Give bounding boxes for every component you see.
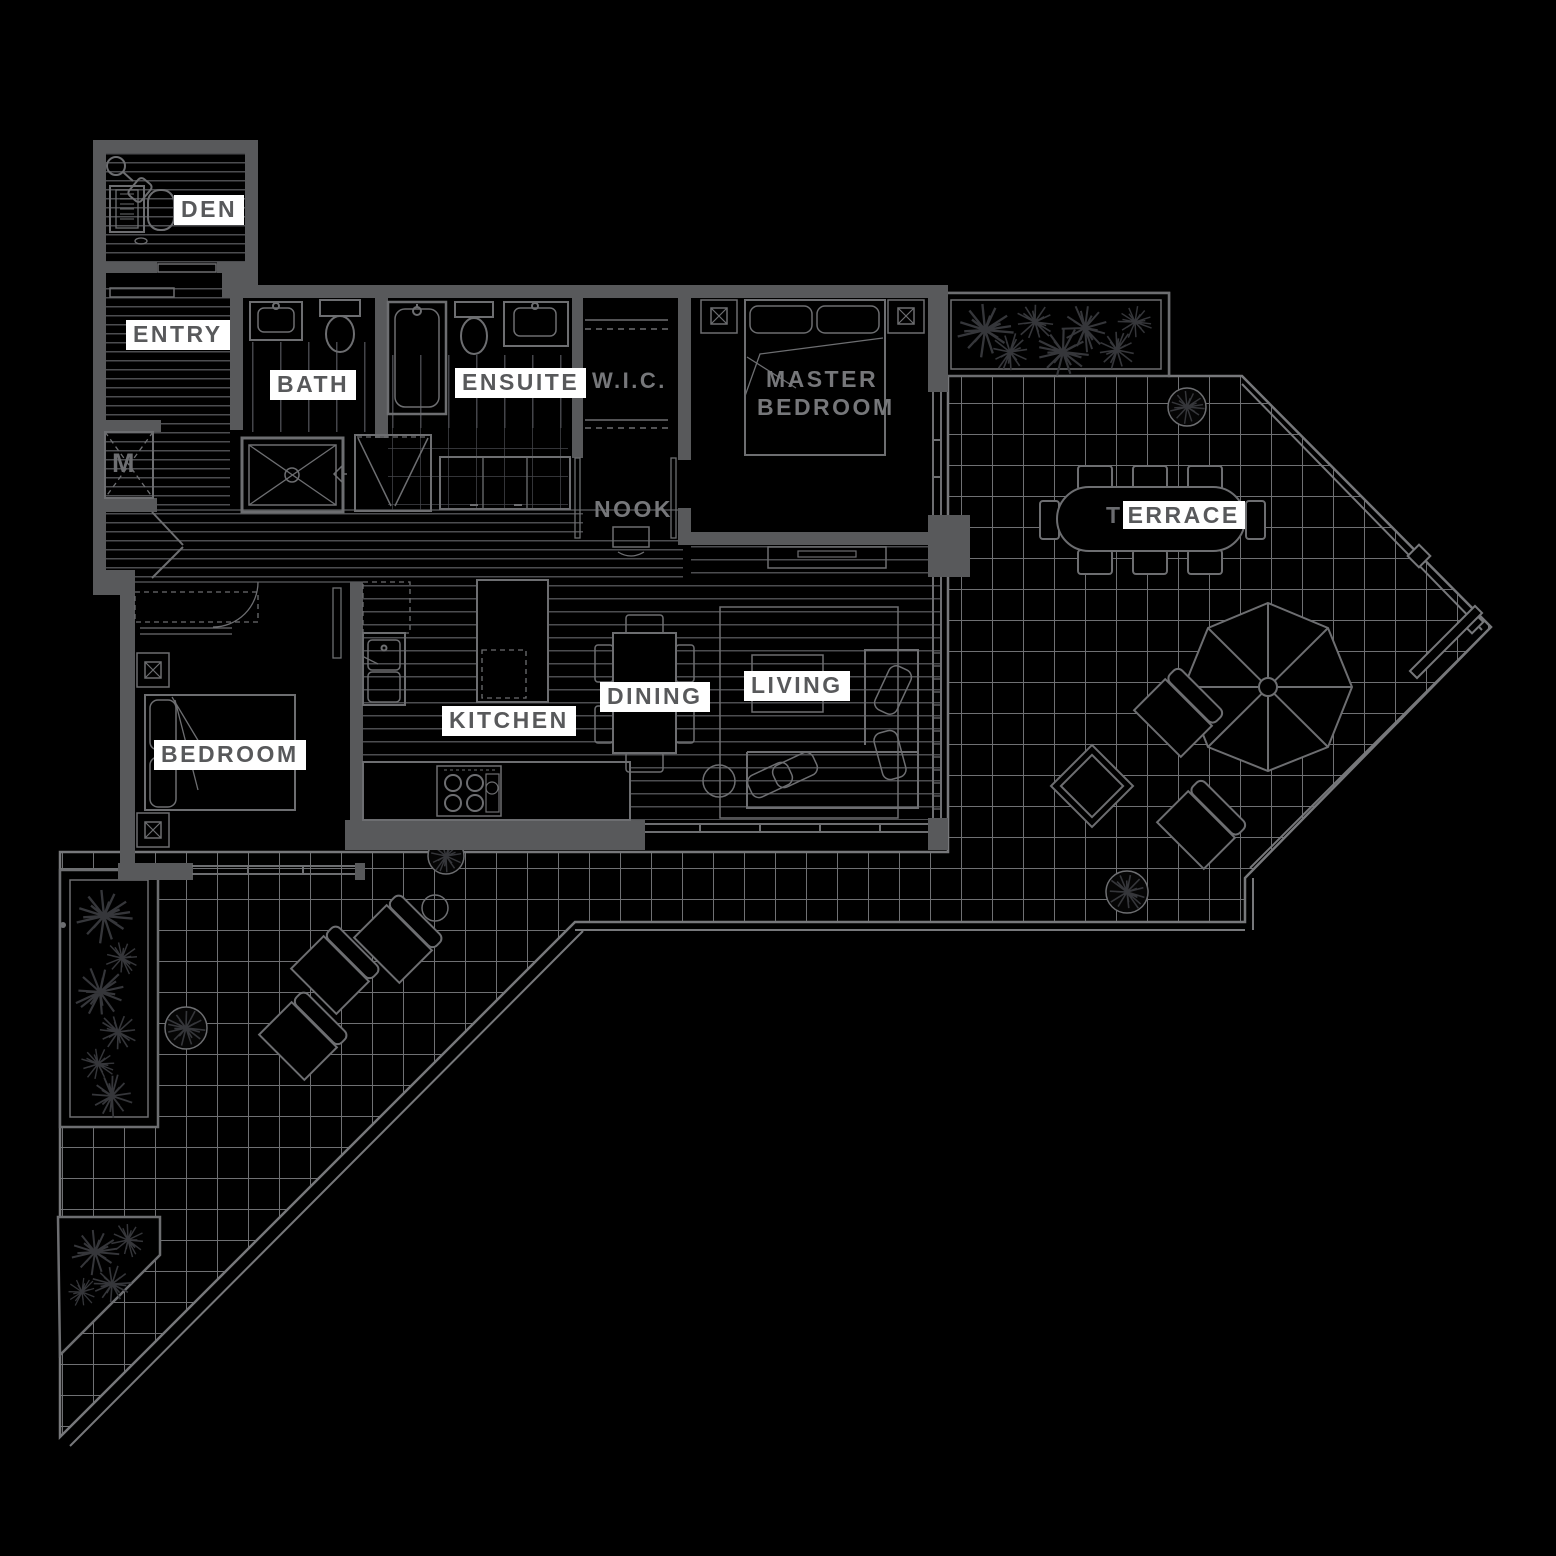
nook-floor (583, 455, 678, 533)
terrace-railing (60, 383, 1483, 1447)
entry-shelf (109, 287, 175, 298)
bedroom-furniture (134, 581, 342, 848)
terrace-area (56, 291, 1493, 1447)
bedroom-door-swing (212, 581, 259, 628)
ensuite-toilet (454, 301, 494, 355)
planter-south (56, 1215, 162, 1358)
label-terrace-first: T (1106, 502, 1123, 528)
laundry-closet (354, 434, 432, 512)
planter-west (58, 868, 160, 1129)
kitchen-sink (361, 632, 406, 706)
bedroom-nightstand-bottom (136, 812, 170, 848)
kitchen-fixtures (361, 579, 631, 821)
kitchen-island (476, 579, 549, 703)
master-bed (744, 299, 886, 456)
master-nightstand-left (700, 299, 738, 334)
bedroom-closet (134, 591, 259, 623)
label-living: LIVING (744, 671, 850, 701)
media-console (767, 546, 887, 569)
label-nook: NOOK (594, 496, 673, 522)
umbrella (1182, 601, 1354, 773)
master-nightstand-right (887, 299, 925, 334)
living-furniture (702, 606, 919, 819)
ensuite-fixtures (386, 300, 569, 416)
railing-gate (1406, 543, 1485, 680)
terrace-side-table (1049, 743, 1135, 829)
hall-cabinets (439, 456, 571, 510)
ensuite-vanity (503, 301, 569, 347)
label-den: DEN (174, 195, 245, 225)
label-entry: ENTRY (126, 320, 230, 350)
label-kitchen: KITCHEN (442, 706, 576, 736)
bath-shower (240, 436, 347, 514)
label-wic: W.I.C. (592, 368, 667, 393)
label-dining: DINING (600, 682, 710, 712)
label-bedroom: BEDROOM (154, 740, 306, 770)
south-window (645, 823, 928, 833)
bath-toilet (319, 299, 361, 353)
bedroom-nightstand-top (136, 652, 170, 688)
label-ensuite: ENSUITE (455, 368, 587, 398)
sofa (746, 649, 919, 809)
label-master-bedroom: MASTER BEDROOM (757, 366, 895, 421)
label-terrace-rest: ERRACE (1122, 501, 1245, 529)
terrace-lounge-south (257, 894, 443, 1082)
label-master-line1: MASTER (765, 366, 879, 392)
entry-door-swing (151, 511, 184, 579)
label-master-line2: BEDROOM (757, 393, 895, 420)
ensuite-floor-tiles (388, 428, 568, 510)
mechanical-closet (104, 431, 154, 499)
ensuite-tub (386, 300, 448, 416)
label-mechanical: M (112, 448, 135, 478)
bedroom-south-window (192, 865, 355, 875)
den-lamp-icon (106, 156, 153, 203)
entry-fixtures (109, 287, 184, 579)
nook-desk (574, 457, 677, 557)
label-bath: BATH (270, 370, 357, 400)
kitchen-counter (362, 761, 631, 821)
living-rug (719, 606, 899, 819)
master-east-window (932, 392, 942, 515)
windows (192, 392, 942, 875)
bath-fixtures (240, 299, 361, 514)
den-sliding-door (157, 263, 217, 273)
living-east-window (932, 577, 942, 818)
master-bedroom-furniture (700, 299, 925, 456)
planter-north (941, 291, 1171, 385)
terrace-lounge-right (1049, 667, 1247, 871)
master-bed-fold (744, 337, 884, 397)
kitchen-stove (436, 765, 502, 817)
side-table (702, 764, 736, 798)
wic-shelving (585, 319, 668, 429)
den-desk (109, 185, 145, 233)
